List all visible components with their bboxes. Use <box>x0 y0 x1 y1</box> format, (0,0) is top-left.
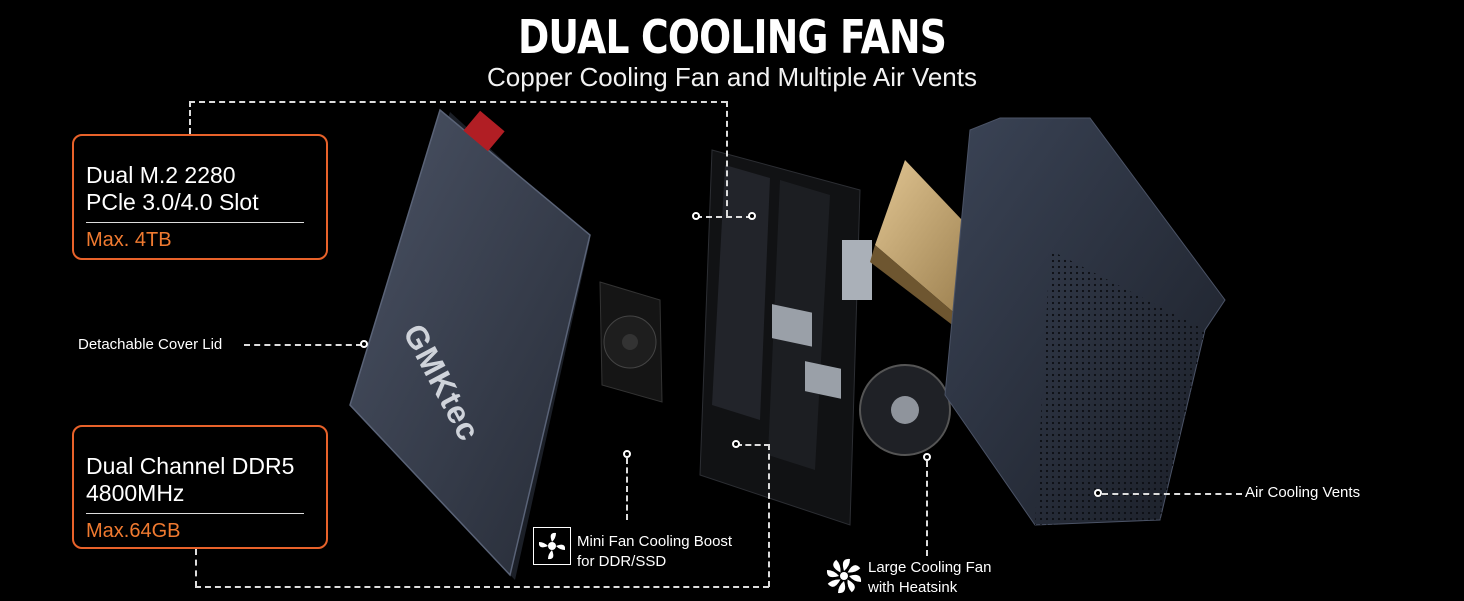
page-subtitle: Copper Cooling Fan and Multiple Air Vent… <box>487 62 977 92</box>
ssd-connector <box>189 101 727 103</box>
ram-spec-box: Dual Channel DDR5 4800MHz Max.64GB <box>72 425 328 549</box>
ssd-spec-box: Dual M.2 2280 PCle 3.0/4.0 Slot Max. 4TB <box>72 134 328 260</box>
large-fan-label-line1: Large Cooling Fan <box>868 559 992 576</box>
ssd-spec-line1: Dual M.2 2280 <box>86 162 236 188</box>
ram-spec-max: Max.64GB <box>86 520 181 542</box>
cover-lid <box>349 108 591 580</box>
ssd-spec-divider <box>86 222 304 223</box>
ssd-spec-line2: PCle 3.0/4.0 Slot <box>86 189 259 215</box>
ssd-slot-marker <box>692 212 700 220</box>
mini-fan-marker <box>623 450 631 458</box>
amd-sticker <box>463 110 505 152</box>
air-vents-marker <box>1094 489 1102 497</box>
ssd-connector <box>726 101 728 216</box>
cover-lid-connector <box>244 344 362 346</box>
ram-connector <box>195 549 197 587</box>
large-fan-connector <box>926 461 928 556</box>
large-fan-icon <box>824 556 864 596</box>
cover-lid-marker <box>360 340 368 348</box>
mini-fan-icon <box>533 527 571 565</box>
cover-lid-label: Detachable Cover Lid <box>78 336 223 353</box>
motherboard <box>699 149 872 526</box>
ram-connector <box>195 586 769 588</box>
ram-connector <box>768 444 770 587</box>
mini-fan-label: Mini Fan Cooling Boost for DDR/SSD <box>577 532 732 572</box>
case-body <box>944 117 1226 526</box>
ram-spec-line2: 4800MHz <box>86 480 185 506</box>
large-fan-marker <box>923 453 931 461</box>
ram-connector <box>736 444 770 446</box>
ssd-slot-marker <box>748 212 756 220</box>
ssd-spec-max: Max. 4TB <box>86 229 172 251</box>
ram-spec-line1: Dual Channel DDR5 <box>86 453 295 479</box>
mini-fan-label-line2: for DDR/SSD <box>577 553 667 570</box>
air-vents-label: Air Cooling Vents <box>1245 484 1361 501</box>
ssd-connector <box>696 216 752 218</box>
air-vents-connector <box>1102 493 1242 495</box>
page-title: DUAL COOLING FANS <box>517 10 947 64</box>
mini-fan-label-line1: Mini Fan Cooling Boost <box>577 533 733 550</box>
ram-slot-marker <box>732 440 740 448</box>
ram-spec-divider <box>86 513 304 514</box>
large-fan-label: Large Cooling Fan with Heatsink <box>868 558 991 598</box>
mini-fan <box>599 281 663 403</box>
large-fan-label-line2: with Heatsink <box>868 579 958 596</box>
ssd-connector <box>189 101 191 134</box>
mini-fan-connector <box>626 458 628 520</box>
